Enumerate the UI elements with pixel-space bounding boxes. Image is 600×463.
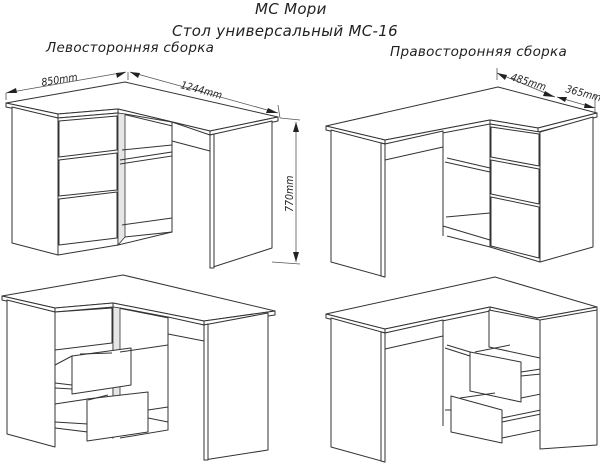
desk-right-assembly-open-drawers <box>325 276 598 463</box>
left-assembly-caption: Левосторонняя сборка <box>46 40 215 56</box>
dim-485: 485mm <box>509 71 547 93</box>
brand-title: МС Мори <box>255 0 327 18</box>
dim-850: 850mm <box>41 71 79 89</box>
desk-left-assembly-open-drawers <box>1 274 276 461</box>
right-assembly-caption: Правосторонняя сборка <box>390 44 568 60</box>
dim-770: 770mm <box>284 176 296 212</box>
product-title: Стол универсальный МС-16 <box>172 22 398 40</box>
desk-right-assembly-view: 485mm 365mm <box>325 68 600 278</box>
desk-left-assembly-view: 850mm 1244mm 770mm <box>5 71 301 269</box>
dim-365: 365mm <box>564 83 600 104</box>
